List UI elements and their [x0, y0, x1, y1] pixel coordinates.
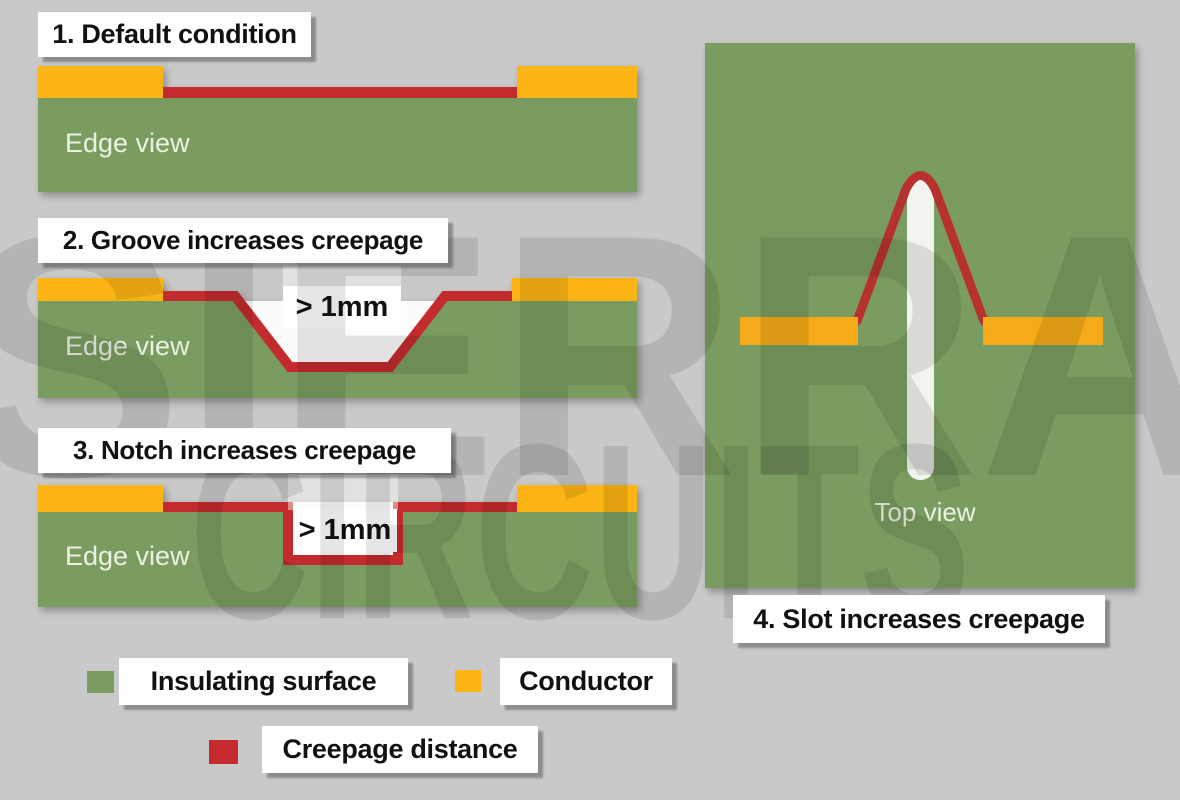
panel4-slot	[907, 176, 934, 480]
legend-swatch-creepage-distance	[209, 740, 238, 764]
panel4-top-view-graphic	[705, 43, 1135, 588]
legend-box-insulating-surface: Insulating surface	[119, 658, 408, 705]
legend-swatch-insulating-surface	[87, 671, 114, 693]
panel3-conductor-right	[517, 485, 637, 512]
panel4-title-box: 4. Slot increases creepage	[733, 595, 1105, 643]
panel3-dimension-label: > 1mm	[298, 514, 392, 546]
legend-box-conductor: Conductor	[500, 658, 672, 705]
panel2-conductor-left	[38, 278, 163, 301]
legend-swatch-conductor	[455, 670, 481, 692]
legend-label-insulating-surface: Insulating surface	[150, 666, 377, 696]
legend-box-creepage-distance: Creepage distance	[262, 726, 538, 773]
panel3-title: 3. Notch increases creepage	[72, 435, 417, 465]
panel3-creepage-path	[163, 502, 517, 565]
panel1-conductor-right	[517, 66, 637, 98]
panel1-edge-view-graphic: Edge view	[38, 66, 637, 192]
panel1-title: 1. Default condition	[52, 19, 297, 49]
panel4-conductor-left	[740, 317, 858, 345]
panel1-conductor-left	[38, 66, 163, 98]
panel4-title: 4. Slot increases creepage	[753, 603, 1085, 634]
legend-label-creepage-distance: Creepage distance	[282, 734, 518, 764]
panel3-dimension-box: > 1mm	[293, 509, 397, 552]
panel2-dimension-box: > 1mm	[283, 286, 401, 328]
legend-label-conductor: Conductor	[519, 666, 653, 696]
panel2-creepage-path	[163, 291, 512, 372]
panel3-notch-opening-band	[288, 474, 398, 510]
panel2-title-box: 2. Groove increases creepage	[38, 218, 448, 263]
panel2-view-label: Edge view	[65, 331, 190, 361]
panel1-creepage-path	[163, 87, 517, 98]
panel4-creepage-path	[852, 171, 989, 326]
panel3-conductor-left	[38, 485, 163, 512]
panel4-conductor-right	[983, 317, 1103, 345]
panel3-title-box: 3. Notch increases creepage	[38, 428, 451, 473]
panel4-view-label: Top view	[874, 497, 976, 527]
panel1-view-label: Edge view	[65, 128, 190, 158]
panel2-title: 2. Groove increases creepage	[62, 225, 424, 255]
panel2-dimension-label: > 1mm	[295, 290, 389, 323]
panel3-view-label: Edge view	[65, 541, 190, 571]
panel1-insulating-board	[38, 98, 637, 192]
panel2-conductor-right	[512, 278, 637, 301]
panel1-title-box: 1. Default condition	[38, 12, 311, 57]
